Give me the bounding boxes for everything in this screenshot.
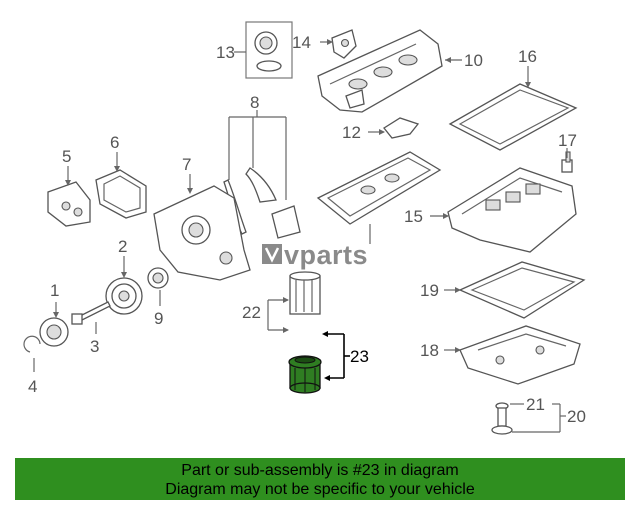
part-12-gasket: [383, 117, 420, 139]
part-4-ring: [23, 335, 41, 353]
part-5-cover: [47, 181, 91, 227]
callout-13: 13: [216, 43, 235, 62]
callout-1: 1: [50, 281, 59, 300]
callout-6: 6: [110, 133, 119, 152]
callout-18: 18: [420, 341, 439, 360]
part-15-oil-pan: [447, 167, 577, 253]
callout-20: 20: [567, 407, 586, 426]
part-1-hub: [39, 317, 69, 347]
banner-line-1: Part or sub-assembly is #23 in diagram: [181, 462, 459, 479]
callout-14: 14: [292, 33, 311, 52]
logo-text: vparts: [284, 240, 368, 270]
banner-line-2: Diagram may not be specific to your vehi…: [165, 481, 475, 498]
parts-diagram: 13 14 10 16 12 17: [23, 21, 586, 435]
part-16-gasket: [448, 83, 578, 151]
callout-10: 10: [464, 51, 483, 70]
part-17-sensor: [561, 151, 573, 173]
callout-15: 15: [404, 207, 423, 226]
callout-8: 8: [250, 93, 259, 112]
callout-2: 2: [118, 237, 127, 256]
part-7-timing-cover: [153, 185, 251, 281]
part-14-bracket: [331, 29, 357, 59]
part-2-pulley: [105, 277, 143, 315]
callout-7: 7: [182, 155, 191, 174]
callout-4: 4: [28, 377, 37, 396]
part-6-gasket: [95, 169, 147, 219]
callout-21: 21: [526, 395, 545, 414]
vparts-logo: vparts: [262, 240, 368, 270]
part-19-gasket: [458, 261, 586, 319]
callout-3: 3: [90, 337, 99, 356]
part-11-cover: [316, 151, 442, 225]
part-13-filler-cap: [245, 21, 293, 79]
callout-16: 16: [518, 47, 537, 66]
callout-19: 19: [420, 281, 439, 300]
callout-17: 17: [558, 131, 577, 150]
callout-12: 12: [342, 123, 361, 142]
part-10-valve-cover: [317, 29, 443, 113]
part-9-seal: [147, 267, 169, 289]
part-3-bolt: [71, 301, 111, 325]
callout-5: 5: [62, 147, 71, 166]
part-21-drain-plug: [491, 402, 513, 435]
part-23-filter-housing-cap: [288, 355, 322, 394]
part-22-oil-filter: [289, 271, 321, 315]
part-18-lower-pan: [459, 325, 581, 385]
info-banner: Part or sub-assembly is #23 in diagram D…: [15, 458, 625, 500]
callout-22: 22: [242, 303, 261, 322]
callout-9: 9: [154, 309, 163, 328]
callout-23: 23: [350, 347, 369, 366]
